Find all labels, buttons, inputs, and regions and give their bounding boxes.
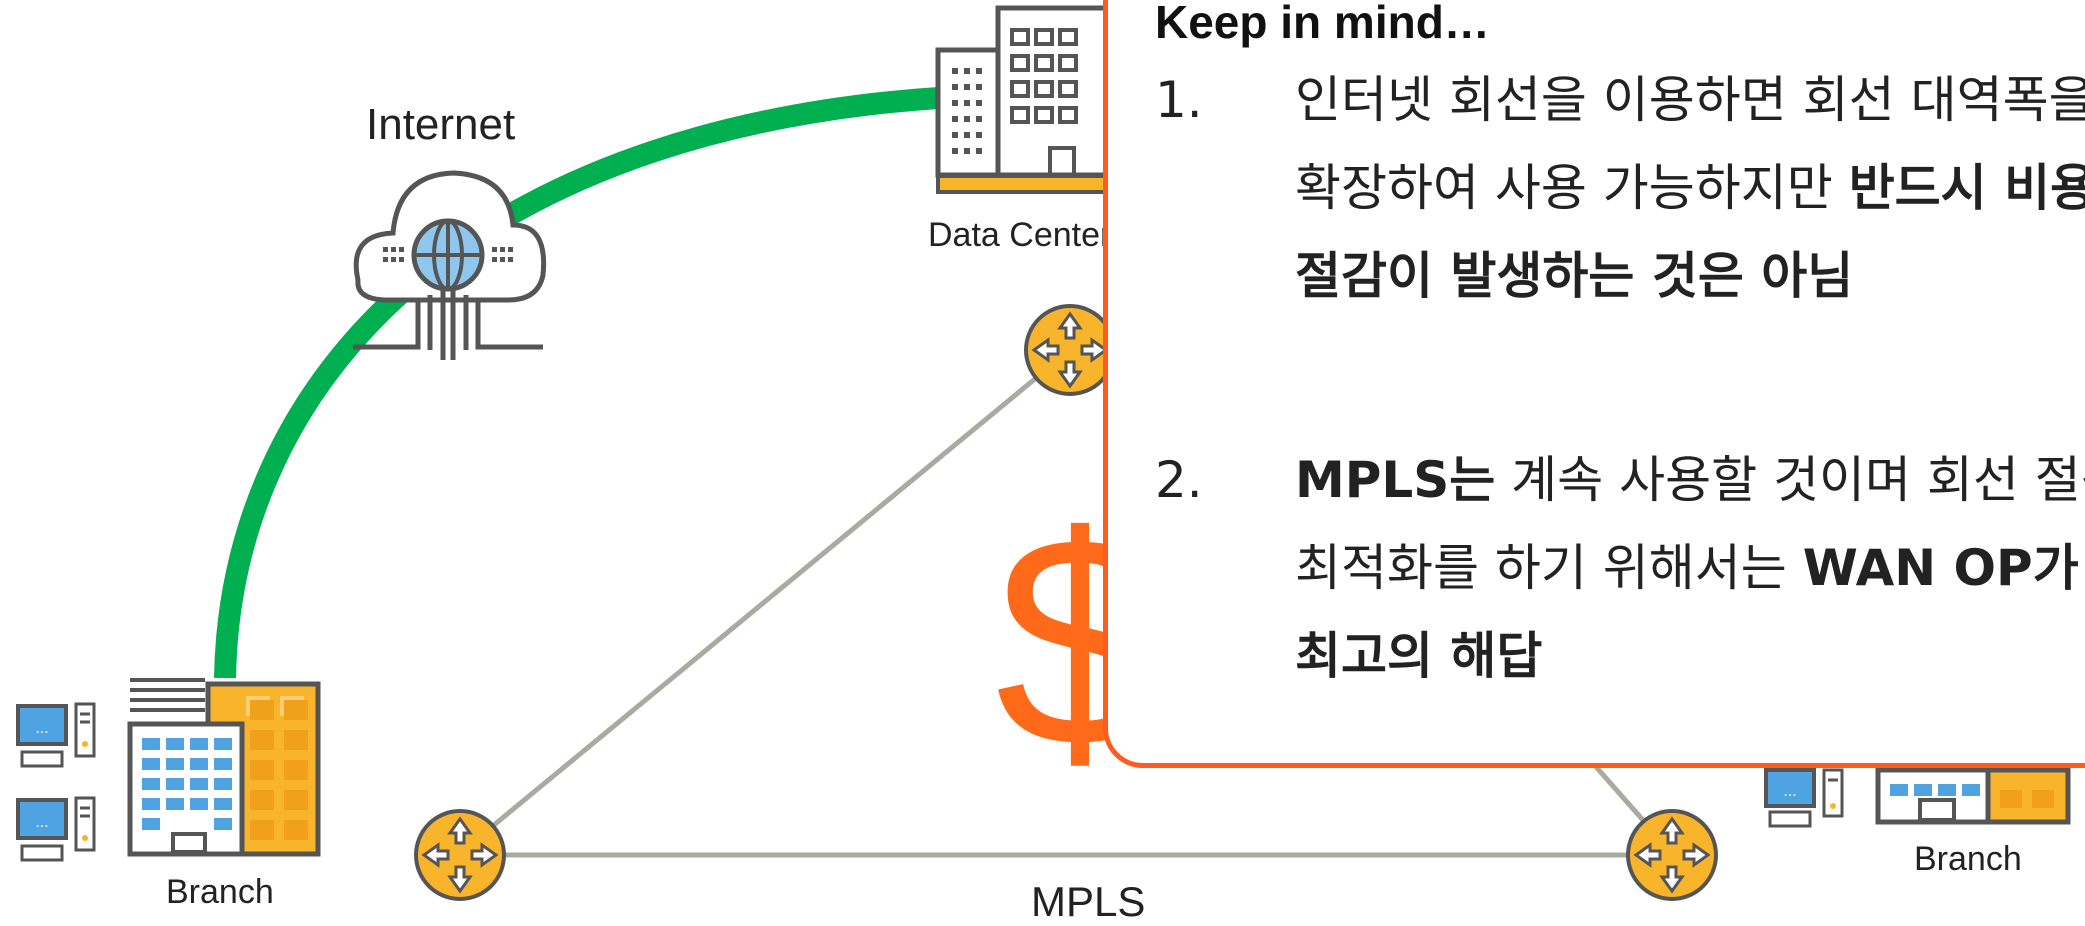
branch-building-icon-right <box>1875 767 2071 825</box>
plain-text: 최적화를 하기 위해서는 <box>1295 539 1803 597</box>
branch-left-label: Branch <box>166 873 274 911</box>
pc-icon-right: ... <box>1764 768 1844 828</box>
item-line: 인터넷 회선을 이용하면 회선 대역폭을 <box>1295 71 2085 129</box>
bold-text: 반드시 비용 <box>1848 159 2085 217</box>
item-line: MPLS는 계속 사용할 것이며 회선 절감 <box>1295 436 2085 524</box>
item-line: 최적화를 하기 위해서는 WAN OP가 <box>1295 524 2085 612</box>
svg-text:...: ... <box>35 721 48 737</box>
plain-text: 확장하여 사용 가능하지만 <box>1295 159 1849 217</box>
item-line: 확장하여 사용 가능하지만 반드시 비용 <box>1295 144 2085 232</box>
plain-text: 계속 사용할 것이며 회선 절감 <box>1495 451 2085 509</box>
mpls-label: MPLS <box>1031 878 1146 925</box>
item-number: 2. <box>1155 451 1203 509</box>
internet-label: Internet <box>366 100 516 149</box>
svg-text:...: ... <box>35 815 48 831</box>
item-line: 최고의 해답 <box>1295 627 1543 685</box>
callout-heading: Keep in mind… <box>1155 0 1490 48</box>
internet-link <box>214 84 1001 679</box>
pc-icon-left-bottom: ... <box>16 796 96 862</box>
data-center-label: Data Center <box>928 216 1112 254</box>
router-icon-right <box>1626 809 1718 901</box>
branch-building-icon-left <box>127 678 321 857</box>
router-icon-top <box>1024 304 1116 396</box>
pc-icon-left-top: ... <box>16 702 96 768</box>
internet-cloud-icon <box>353 170 547 360</box>
mpls-link-left-to-top <box>458 348 1072 855</box>
router-icon-left <box>414 809 506 901</box>
branch-right-label: Branch <box>1914 840 2022 878</box>
item-line: 절감이 발생하는 것은 아님 <box>1295 247 1854 305</box>
data-center-building-icon <box>935 5 1111 194</box>
bold-text: WAN OP가 <box>1802 539 2079 597</box>
item-number: 1. <box>1155 71 1203 129</box>
bold-text: MPLS는 <box>1295 451 1496 509</box>
keep-in-mind-callout: Keep in mind… 1. 인터넷 회선을 이용하면 회선 대역폭을 확장… <box>1103 0 2085 768</box>
svg-text:...: ... <box>1783 784 1796 800</box>
